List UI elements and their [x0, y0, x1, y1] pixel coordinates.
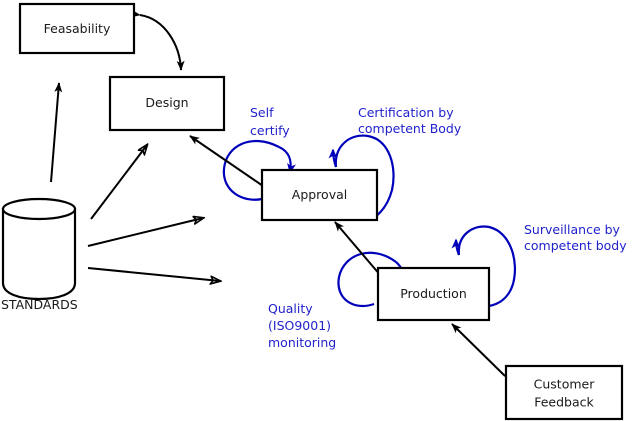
annotation-certification-by-competent-body: Certification by competent Body [358, 105, 462, 136]
approval-label: Approval [292, 187, 347, 202]
production-box[interactable] [376, 266, 491, 322]
customer-feedback-label-line1: Customer [534, 377, 596, 392]
connector-standards-design [90, 145, 147, 220]
design-box[interactable] [108, 75, 226, 132]
annotation-surveillance-by-competent-body: Surveillance by competent body [524, 222, 627, 253]
feasability-box[interactable] [18, 2, 136, 55]
surveillance-line2: competent body [524, 238, 627, 253]
connector-standards-production [87, 267, 220, 281]
surveillance-line1: Surveillance by [524, 222, 621, 237]
node-approval[interactable]: Approval [260, 168, 379, 222]
connector-production-approval [334, 221, 391, 286]
self-certify-line2: certify [250, 123, 290, 138]
standards-label: STANDARDS [1, 297, 78, 312]
certification-line2: competent Body [358, 121, 462, 136]
loop-certification-competent-body [328, 134, 395, 220]
connector-standards-approval [87, 218, 203, 247]
node-standards-datastore[interactable]: STANDARDS [1, 197, 78, 312]
approval-box[interactable] [260, 168, 379, 222]
standards-cylinder-top[interactable] [1, 197, 77, 221]
certification-line1: Certification by [358, 105, 454, 120]
production-label: Production [400, 286, 467, 301]
node-feasability[interactable]: Feasability [18, 2, 136, 55]
customer-feedback-label-line2: Feedback [534, 395, 594, 410]
feasability-label: Feasability [44, 21, 111, 36]
connector-approval-design [189, 135, 273, 195]
self-certify-line1: Self [250, 105, 274, 120]
quality-line1: Quality [268, 301, 313, 316]
node-production[interactable]: Production [376, 266, 491, 322]
standards-cylinder-body[interactable] [1, 207, 77, 301]
annotation-quality-iso9001-monitoring: Quality (ISO9001) monitoring [268, 301, 336, 350]
connector-standards-feasability [50, 82, 63, 183]
annotation-self-certify: Self certify [250, 105, 290, 138]
customer-feedback-box[interactable] [504, 364, 624, 421]
node-design[interactable]: Design [108, 75, 226, 132]
node-customer-feedback[interactable]: Customer Feedback [504, 364, 624, 421]
loop-surveillance-competent-body [451, 225, 517, 308]
connector-design-feasability [130, 9, 185, 71]
design-label: Design [145, 95, 188, 110]
quality-line3: monitoring [268, 335, 336, 350]
connector-customerfeedback-production [451, 323, 515, 386]
quality-line2: (ISO9001) [268, 318, 331, 333]
